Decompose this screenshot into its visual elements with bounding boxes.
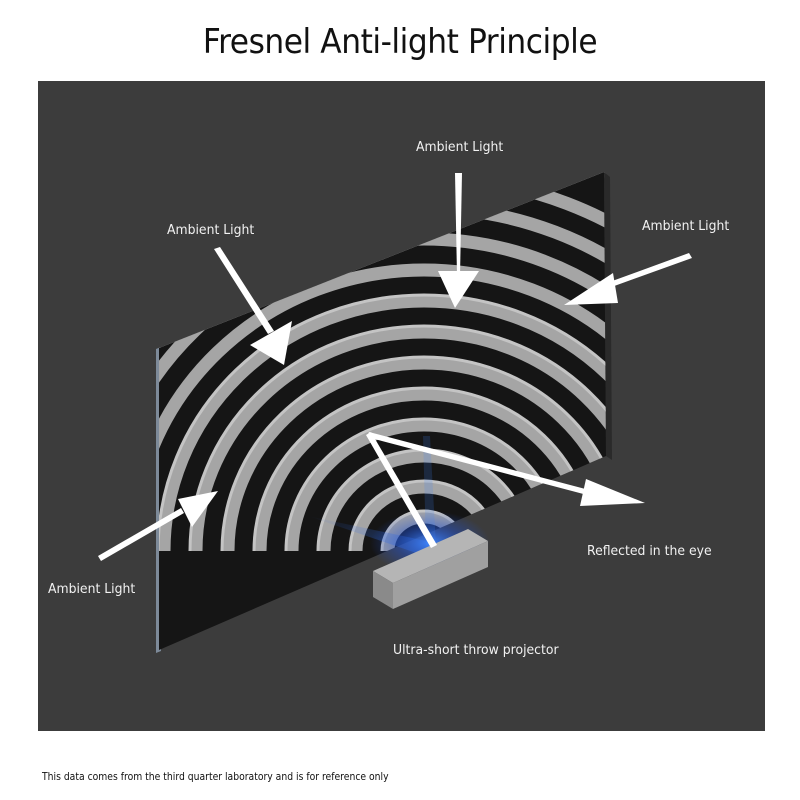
ambient-arrow-left-lower [98, 491, 218, 561]
diagram-panel: Ambient Light Ambient Light Ambient Ligh… [38, 81, 765, 731]
ambient-light-label-right: Ambient Light [642, 218, 730, 234]
reflected-label: Reflected in the eye [587, 543, 712, 559]
ambient-arrow-top [438, 173, 479, 308]
ambient-light-label-left-lower: Ambient Light [48, 581, 136, 597]
diagram-svg [98, 172, 692, 653]
page-title: Fresnel Anti-light Principle [202, 22, 598, 62]
ambient-arrow-right [564, 253, 692, 305]
ambient-light-label-left-upper: Ambient Light [167, 222, 255, 238]
reflected-ray [366, 432, 645, 548]
footer-note: This data comes from the third quarter l… [42, 771, 389, 783]
fresnel-screen [159, 172, 606, 650]
projector-box [373, 529, 488, 609]
ambient-light-label-top: Ambient Light [416, 139, 504, 155]
ambient-arrow-left-upper [214, 247, 292, 365]
projector-label: Ultra-short throw projector [393, 642, 559, 658]
arrows [98, 173, 692, 561]
